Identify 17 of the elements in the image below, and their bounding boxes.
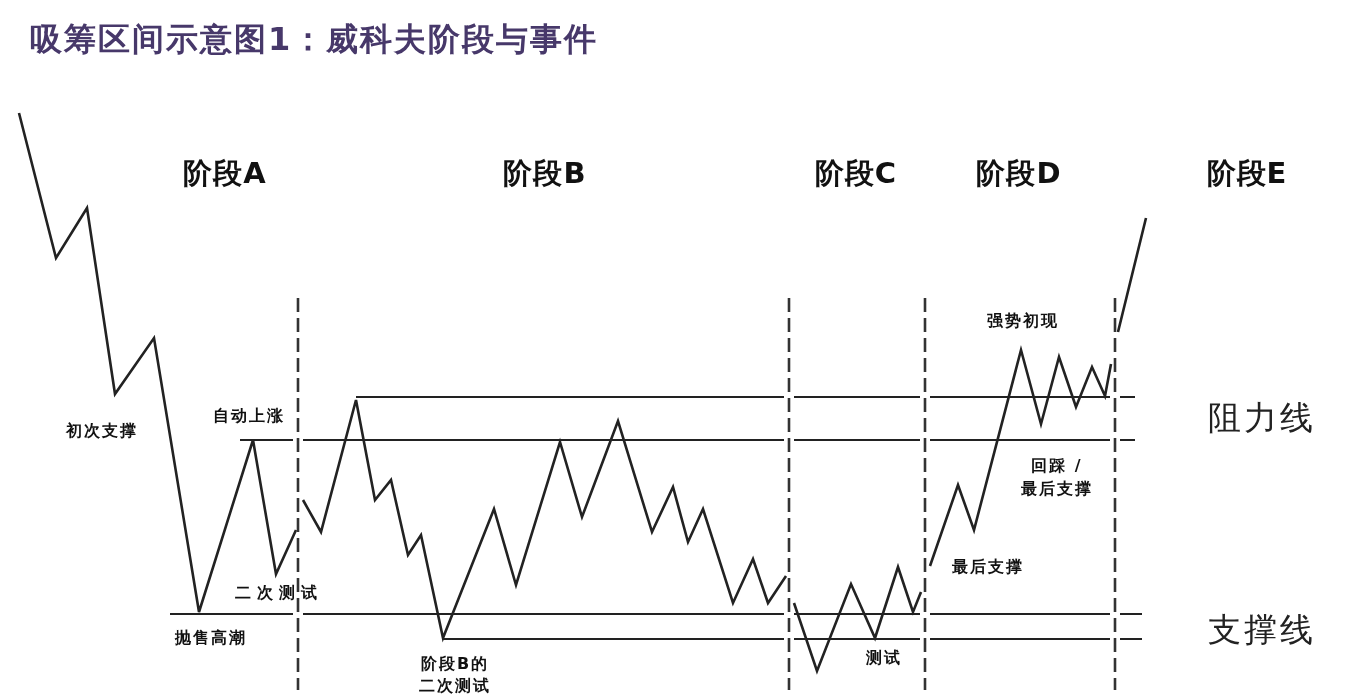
- phase-label: 阶段A: [183, 155, 267, 191]
- event-label: 回踩 / 最后支撑: [1020, 455, 1094, 500]
- event-label: 强势初现: [987, 310, 1059, 331]
- line-label: 支撑线: [1208, 610, 1316, 650]
- phase-label: 阶段C: [814, 155, 898, 191]
- event-label: 初次支撑: [66, 420, 138, 441]
- event-label: 抛售高潮: [175, 627, 247, 648]
- phase-label: 阶段B: [503, 155, 587, 191]
- event-label: 二次测试: [235, 582, 323, 603]
- line-label: 阻力线: [1208, 398, 1316, 438]
- phase-label: 阶段D: [976, 155, 1062, 191]
- diagram-title: 吸筹区间示意图1：威科夫阶段与事件: [30, 20, 599, 59]
- event-label: 最后支撑: [952, 556, 1024, 577]
- event-label: 测试: [866, 647, 902, 668]
- phase-label: 阶段E: [1206, 155, 1288, 191]
- event-label: 自动上涨: [213, 405, 285, 426]
- event-label: 阶段B的二次测试: [418, 653, 492, 697]
